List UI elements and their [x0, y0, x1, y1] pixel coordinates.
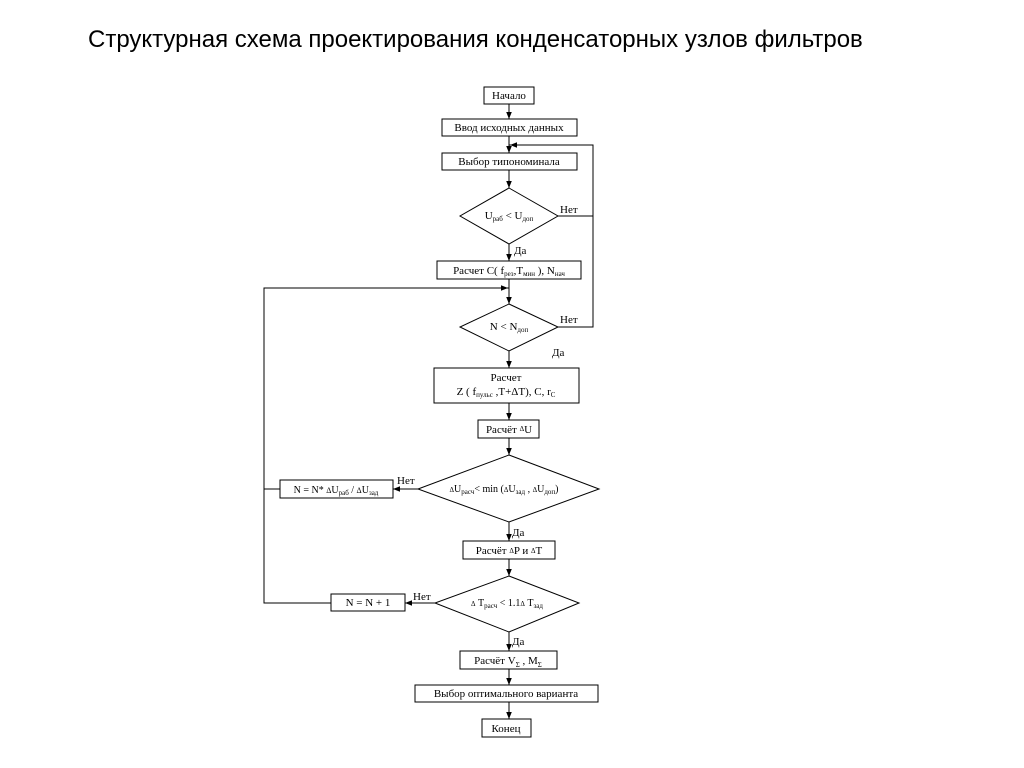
label-d2-no: Нет [560, 314, 578, 326]
node-calc-z-line1: Расчет [491, 372, 522, 384]
node-n-increment: N = N + 1 [330, 593, 406, 612]
node-calc-z-line2: Z ( fпульс ,T+ΔT), C, rC [457, 386, 556, 399]
decision-voltage: Uраб < Uдоп [458, 187, 560, 245]
decision-n: N < Nдоп [458, 303, 560, 352]
node-n-update-ratio: N = N* ΔUраб / ΔUзад [279, 479, 394, 499]
node-calc-z: Расчет Z ( fпульс ,T+ΔT), C, rC [433, 367, 580, 404]
node-calc-v: Расчёт VΣ , MΣ [459, 650, 558, 670]
edge-d2-no-loop [509, 144, 594, 328]
decision-du: ΔUрасч< min (ΔUзад , ΔUдоп) [416, 454, 601, 523]
decision-dt-label: Δ Tрасч < 1.1Δ Tзад [471, 598, 543, 610]
label-d4-yes: Да [512, 636, 525, 648]
edge-left-loop [263, 287, 509, 604]
node-calc-du-label: Расчёт ΔU [486, 424, 532, 436]
node-select-nominal-label: Выбор типономинала [458, 156, 560, 168]
label-d1-yes: Да [514, 245, 527, 257]
node-select-nominal: Выбор типономинала [441, 152, 578, 171]
node-calc-dp-label: Расчёт ΔP и ΔT [476, 545, 543, 557]
label-d3-no: Нет [397, 475, 415, 487]
decision-n-label: N < Nдоп [490, 321, 529, 334]
node-n-update-ratio-label: N = N* ΔUраб / ΔUзад [294, 485, 379, 497]
node-n-increment-label: N = N + 1 [346, 597, 391, 609]
label-d2-yes: Да [552, 347, 565, 359]
node-calc-du: Расчёт ΔU [477, 419, 540, 439]
node-input-label: Ввод исходных данных [454, 122, 564, 134]
decision-du-label: ΔUрасч< min (ΔUзад , ΔUдоп) [450, 484, 559, 496]
node-start: Начало [483, 86, 535, 105]
node-start-label: Начало [492, 90, 526, 102]
page-title: Структурная схема проектирования конденс… [88, 26, 863, 53]
node-select-optimal: Выбор оптимального варианта [414, 684, 599, 703]
edge-labels: Нет Да Нет Да Нет Да Нет Да [397, 204, 578, 648]
decision-voltage-label: Uраб < Uдоп [485, 210, 534, 223]
label-d1-no: Нет [560, 204, 578, 216]
node-calc-v-label: Расчёт VΣ , MΣ [474, 655, 542, 669]
label-d4-no: Нет [413, 591, 431, 603]
label-d3-yes: Да [512, 527, 525, 539]
decision-dt: Δ Tрасч < 1.1Δ Tзад [433, 575, 581, 633]
node-calc-c-label: Расчет C( fрез,Tмин ), Nнач [453, 265, 565, 278]
node-end-label: Конец [492, 723, 521, 735]
node-calc-c: Расчет C( fрез,Tмин ), Nнач [436, 260, 582, 280]
node-end: Конец [481, 718, 532, 738]
connectors [263, 104, 594, 719]
node-input: Ввод исходных данных [441, 118, 578, 137]
node-calc-dp: Расчёт ΔP и ΔT [462, 540, 556, 560]
node-select-optimal-label: Выбор оптимального варианта [434, 688, 578, 700]
